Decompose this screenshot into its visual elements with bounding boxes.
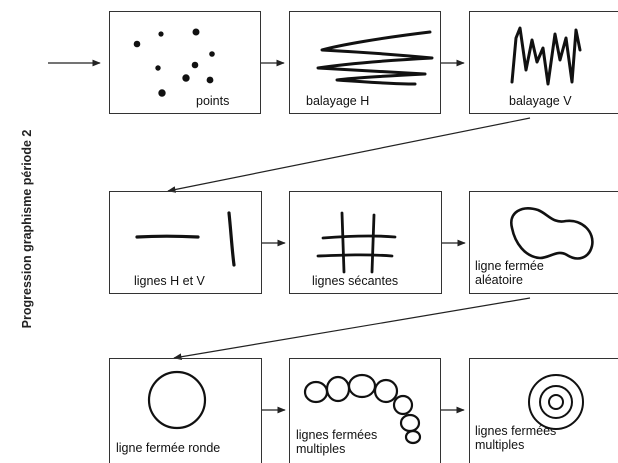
- horizontal-sweep-drawing: [316, 30, 434, 86]
- step-box-lignes-fermees-multiples-1: [289, 358, 441, 463]
- round-closed-line-drawing: [147, 370, 207, 430]
- step-label: lignes fermées multiples: [296, 428, 378, 456]
- step-label: ligne fermée ronde: [116, 441, 221, 455]
- step-box-lignes-secantes: [289, 191, 442, 294]
- step-label: points: [196, 94, 230, 108]
- step-box-points: [109, 11, 261, 114]
- concentric-circles-drawing: [528, 374, 584, 430]
- step-box-ligne-fermee-ronde: [109, 358, 262, 463]
- arrow-row1-row2: [167, 117, 531, 193]
- step-box-lignes-h-v: [109, 191, 262, 294]
- dots-drawing: [133, 28, 215, 97]
- step-box-ligne-fermee-aleatoire: [469, 191, 618, 294]
- intersecting-lines-drawing: [316, 211, 397, 274]
- step-box-balayage-h: [289, 11, 441, 114]
- step-label: balayage H: [306, 94, 370, 108]
- step-label: lignes sécantes: [312, 274, 399, 288]
- random-closed-line-drawing: [510, 207, 594, 260]
- step-box-lignes-fermees-multiples-2: [469, 358, 618, 463]
- step-label: lignes H et V: [134, 274, 205, 288]
- multiple-closed-lines-drawing: [303, 373, 422, 445]
- vertical-sweep-drawing: [510, 26, 582, 86]
- step-label: balayage V: [509, 94, 572, 108]
- step-box-balayage-v: [469, 11, 618, 114]
- lines-h-v-drawing: [135, 211, 236, 267]
- step-label: ligne fermée aléatoire: [475, 259, 544, 287]
- step-label: lignes fermées multiples: [475, 424, 557, 452]
- arrow-row2-row3: [173, 297, 531, 361]
